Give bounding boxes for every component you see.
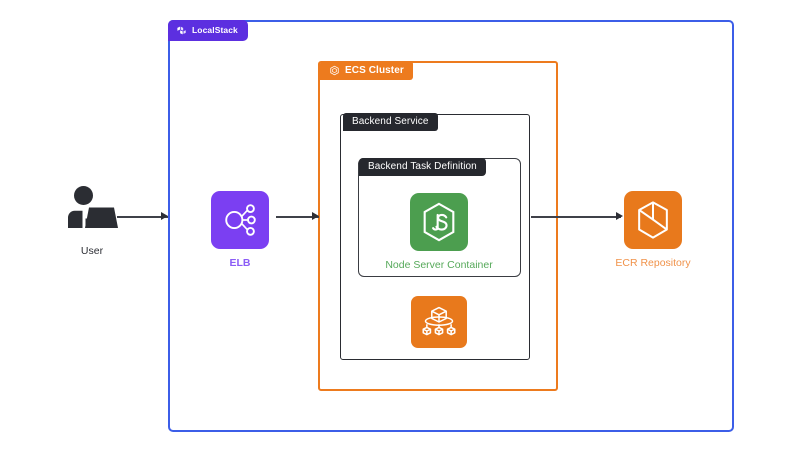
node-server-label: Node Server Container (385, 259, 493, 271)
node-node-server-container[interactable]: Node Server Container (385, 193, 493, 271)
localstack-boundary (168, 20, 734, 432)
ecr-container-registry-box-icon (633, 199, 673, 241)
localstack-badge: LocalStack (168, 20, 248, 41)
connector-line (117, 216, 168, 218)
backend-service-label: Backend Service (352, 116, 429, 127)
task-definition-label: Backend Task Definition (368, 161, 477, 172)
connector-line (276, 216, 319, 218)
node-user[interactable]: User (49, 185, 135, 257)
elb-tile (211, 191, 269, 249)
node-ecr-repository[interactable]: ECR Repository (615, 191, 691, 269)
ecs-cluster-hexagon-icon (329, 65, 340, 76)
ecr-tile (624, 191, 682, 249)
node-elb[interactable]: ELB (211, 191, 269, 269)
ecs-cluster-label: ECS Cluster (345, 64, 404, 76)
node-ecs-task-icon-tile[interactable] (411, 296, 467, 348)
arrow-head-icon (161, 212, 168, 220)
localstack-logo-icon (176, 25, 187, 36)
node-elb-label: ELB (229, 257, 251, 269)
ecs-cluster-boundary (318, 61, 558, 391)
arrow-head-icon (616, 212, 623, 220)
backend-service-badge: Backend Service (343, 113, 438, 131)
user-at-laptop-icon (64, 185, 120, 236)
ecs-task-tile (411, 296, 467, 348)
aws-ecs-cubes-icon (419, 304, 459, 340)
nodejs-js-hexagon-icon (419, 201, 459, 243)
localstack-label: LocalStack (192, 25, 238, 36)
elb-load-balancer-icon (221, 201, 259, 239)
task-definition-badge: Backend Task Definition (359, 158, 486, 176)
ecs-cluster-badge: ECS Cluster (320, 61, 413, 80)
node-user-label: User (80, 245, 104, 257)
node-server-tile (410, 193, 468, 251)
node-ecr-label: ECR Repository (615, 257, 691, 269)
arrow-head-icon (312, 212, 319, 220)
connector-line (531, 216, 621, 218)
